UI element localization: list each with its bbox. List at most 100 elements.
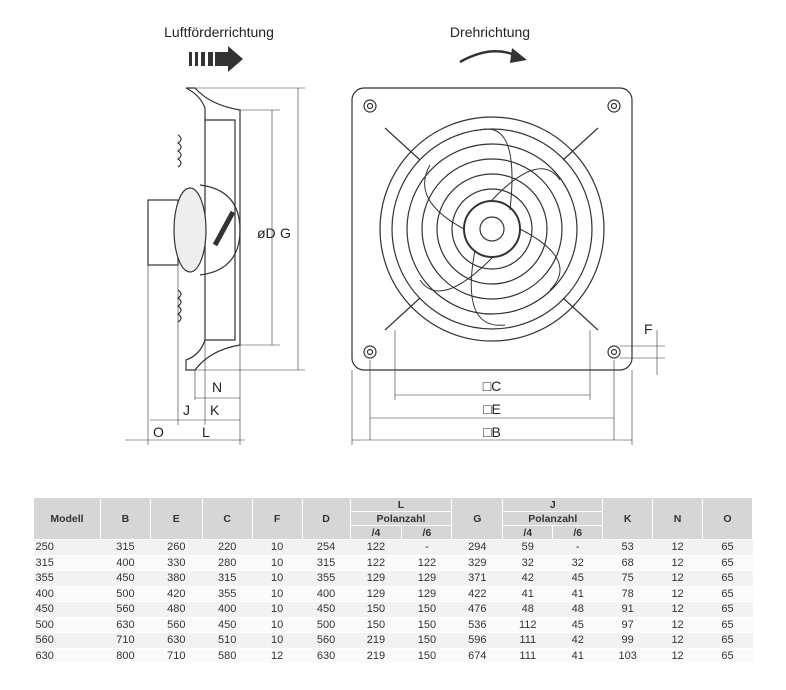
- table-cell: 371: [451, 570, 503, 587]
- table-cell: 250: [33, 539, 101, 556]
- table-cell: 315: [302, 555, 351, 571]
- table-cell: 68: [602, 555, 653, 571]
- table-cell: -: [401, 539, 452, 556]
- header-b: B: [99, 497, 151, 540]
- dim-b-label: □B: [483, 424, 501, 440]
- table-cell: 480: [150, 601, 203, 618]
- table-cell: 630: [100, 617, 151, 633]
- table-cell: 65: [702, 539, 753, 556]
- table-cell: 59: [502, 539, 553, 556]
- table-cell: 65: [702, 617, 753, 633]
- fan-technical-drawing: Luftförderrichtung Drehrichtung øD: [125, 24, 665, 445]
- table-cell: 294: [451, 539, 503, 556]
- dim-d-label: øD: [257, 225, 276, 241]
- table-cell: 536: [451, 617, 503, 633]
- table-cell: 500: [33, 617, 101, 633]
- table-cell: 219: [350, 648, 402, 664]
- header-g: G: [451, 497, 504, 540]
- table-cell: 45: [552, 570, 603, 587]
- table-cell: 10: [252, 539, 303, 556]
- table-cell: 560: [302, 632, 351, 649]
- table-cell: 219: [350, 632, 402, 649]
- table-cell: 800: [100, 648, 151, 664]
- table-cell: 65: [702, 555, 753, 571]
- table-cell: 48: [502, 601, 553, 618]
- table-cell: 10: [252, 555, 303, 571]
- table-cell: 65: [702, 601, 753, 618]
- table-cell: 12: [652, 648, 703, 664]
- dim-o-label: O: [153, 424, 164, 440]
- table-cell: 10: [252, 586, 303, 602]
- table-cell: 53: [602, 539, 653, 556]
- table-cell: 450: [302, 601, 351, 618]
- table-cell: 400: [33, 586, 101, 602]
- side-view: [125, 87, 305, 445]
- rotation-arrow-icon: [459, 48, 527, 64]
- header-j-polanzahl: Polanzahl: [502, 511, 604, 526]
- table-cell: 12: [652, 632, 703, 649]
- table-cell: 420: [150, 586, 203, 602]
- table-cell: 65: [702, 648, 753, 664]
- dim-j-label: J: [183, 402, 190, 418]
- airflow-direction-label: Luftförderrichtung: [164, 24, 274, 40]
- table-cell: 65: [702, 586, 753, 602]
- table-cell: 129: [350, 586, 402, 602]
- table-cell: 254: [302, 539, 351, 556]
- table-cell: 12: [652, 601, 703, 618]
- table-cell: 580: [202, 648, 253, 664]
- table-cell: 122: [401, 555, 452, 571]
- table-cell: 65: [702, 632, 753, 649]
- table-cell: 41: [502, 586, 553, 602]
- table-cell: -: [552, 539, 603, 556]
- table-cell: 400: [202, 601, 253, 618]
- table-cell: 630: [33, 648, 101, 664]
- table-cell: 42: [502, 570, 553, 587]
- table-cell: 355: [202, 586, 253, 602]
- table-cell: 41: [552, 648, 603, 664]
- header-d: D: [301, 497, 351, 540]
- table-cell: 12: [652, 570, 703, 587]
- table-cell: 510: [202, 632, 253, 649]
- table-cell: 12: [252, 648, 303, 664]
- header-modell: Modell: [33, 497, 101, 540]
- table-cell: 12: [652, 586, 703, 602]
- header-l-polanzahl: Polanzahl: [349, 511, 453, 526]
- table-cell: 260: [150, 539, 203, 556]
- dim-c-label: □C: [483, 378, 502, 394]
- header-l-6: /6: [401, 525, 453, 540]
- table-cell: 315: [202, 570, 253, 587]
- table-cell: 500: [100, 586, 151, 602]
- dim-n-label: N: [212, 379, 222, 395]
- table-cell: 10: [252, 617, 303, 633]
- table-cell: 42: [552, 632, 603, 649]
- table-cell: 400: [302, 586, 351, 602]
- table-cell: 150: [401, 601, 452, 618]
- table-cell: 560: [33, 632, 101, 649]
- table-cell: 630: [302, 648, 351, 664]
- table-cell: 422: [451, 586, 503, 602]
- table-cell: 111: [502, 632, 553, 649]
- dim-l-label: L: [202, 424, 210, 440]
- table-cell: 32: [552, 555, 603, 571]
- table-cell: 150: [401, 648, 452, 664]
- table-cell: 500: [302, 617, 351, 633]
- table-cell: 111: [502, 648, 553, 664]
- table-cell: 12: [652, 539, 703, 556]
- table-cell: 150: [350, 601, 402, 618]
- table-cell: 710: [150, 648, 203, 664]
- table-cell: 476: [451, 601, 503, 618]
- table-cell: 75: [602, 570, 653, 587]
- table-cell: 315: [33, 555, 101, 571]
- table-cell: 78: [602, 586, 653, 602]
- table-cell: 41: [552, 586, 603, 602]
- table-cell: 380: [150, 570, 203, 587]
- header-j-6: /6: [552, 525, 604, 540]
- table-cell: 32: [502, 555, 553, 571]
- header-l-4: /4: [349, 525, 403, 540]
- table-cell: 10: [252, 601, 303, 618]
- rotation-direction-label: Drehrichtung: [450, 24, 530, 40]
- header-f: F: [251, 497, 303, 540]
